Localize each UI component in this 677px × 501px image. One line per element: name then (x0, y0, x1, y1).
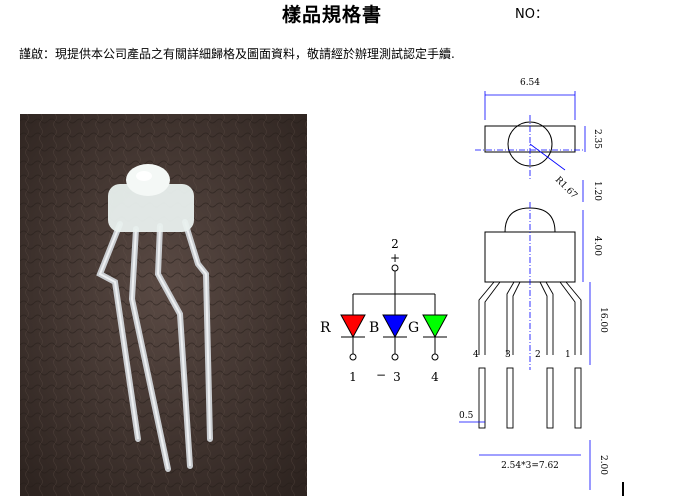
green-led-pin: 4 (431, 370, 439, 384)
dim-radius: R1.67 (553, 175, 579, 201)
blue-led-label: B (369, 320, 379, 336)
dimension-drawing: 6.54 R1.67 2.35 1.20 4.00 4 3 2 1 16.00 … (459, 78, 608, 490)
blue-led-pin: 3 (393, 370, 401, 384)
text-cursor (622, 482, 624, 496)
red-led-label: R (320, 320, 331, 336)
green-led-label: G (408, 320, 419, 336)
dim-lead-length: 16.00 (598, 307, 608, 333)
dim-gap: 1.20 (592, 181, 602, 201)
anode-plus-sign: + (390, 251, 400, 265)
notice-text: 謹啟：現提供本公司產品之有關詳細歸格及圖面資料，敬請經於辦理測試認定手續. (19, 47, 455, 61)
red-led-pin: 1 (349, 370, 357, 384)
minus-sign: − (376, 368, 386, 382)
anode-pin-number: 2 (391, 237, 399, 251)
document-number-label: NO： (515, 7, 548, 22)
pin-number-3: 3 (505, 350, 511, 360)
dim-width-top: 6.54 (520, 78, 540, 88)
pin-number-2: 2 (535, 350, 541, 360)
anode-terminal (391, 264, 399, 272)
pin-number-4: 4 (473, 350, 479, 360)
dim-body-height: 4.00 (592, 236, 602, 256)
green-led-symbol (422, 314, 448, 339)
red-led-symbol (340, 314, 366, 339)
blue-led-symbol (382, 314, 408, 339)
product-photo (20, 114, 307, 496)
dim-bottom: 2.00 (598, 455, 608, 475)
dim-height-top: 2.35 (592, 129, 602, 149)
dim-lead-width: 0.5 (459, 411, 474, 421)
circuit-schematic: 2 + R 1 B − 3 G 4 (320, 237, 448, 384)
pin-number-1: 1 (565, 350, 571, 360)
document-title: 樣品規格書 (282, 4, 383, 26)
dim-pitch: 2.54*3=7.62 (501, 461, 559, 471)
